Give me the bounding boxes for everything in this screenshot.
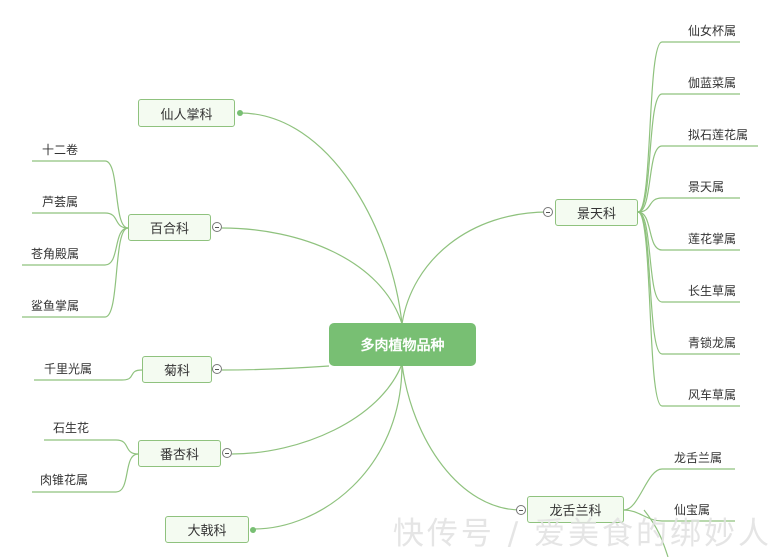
connector-line (32, 453, 139, 493)
connector-line (22, 227, 129, 318)
connector-line (637, 211, 740, 355)
leaf-node[interactable]: 苍角殿属 (31, 247, 80, 261)
connector-line (637, 211, 740, 303)
expand-dot-icon[interactable] (250, 527, 256, 533)
connector-line (401, 363, 522, 511)
connector-line (34, 369, 143, 381)
leaf-node[interactable]: 景天属 (688, 180, 725, 194)
connector-line (623, 509, 735, 522)
leaf-node[interactable]: 拟石莲花属 (688, 128, 749, 142)
leaf-node[interactable]: 石生花 (53, 421, 90, 435)
branch-node-ju[interactable]: 菊科 (142, 356, 212, 383)
connector-line (231, 363, 403, 455)
connector-line (637, 145, 758, 213)
leaf-node[interactable]: 仙宝属 (674, 503, 711, 517)
leaf-node[interactable]: 伽蓝菜属 (688, 76, 737, 90)
leaf-node[interactable]: 十二卷 (42, 143, 79, 157)
connector-line (637, 197, 740, 213)
connector-line (401, 211, 549, 325)
connector-line (221, 365, 330, 371)
connector-line (32, 212, 129, 229)
connector-line (643, 509, 669, 557)
connector-line (637, 93, 740, 213)
collapse-icon[interactable] (543, 207, 553, 217)
leaf-node[interactable]: 龙舌兰属 (674, 451, 723, 465)
branch-node-jingtian[interactable]: 景天科 (555, 199, 638, 226)
connector-line (637, 211, 740, 407)
connector-line (44, 439, 139, 455)
connector-line (253, 363, 403, 530)
leaf-node[interactable]: 肉锥花属 (40, 473, 89, 487)
leaf-node[interactable]: 莲花掌属 (688, 232, 737, 246)
branch-node-baihe[interactable]: 百合科 (128, 214, 211, 241)
connector-line (32, 160, 129, 229)
connector-line (22, 227, 129, 266)
leaf-node[interactable]: 千里光属 (44, 362, 93, 376)
collapse-icon[interactable] (212, 364, 222, 374)
branch-node-xianrenzhang[interactable]: 仙人掌科 (138, 99, 235, 127)
leaf-node[interactable]: 鲨鱼掌属 (31, 299, 80, 313)
connector-line (637, 211, 740, 251)
leaf-node[interactable]: 青锁龙属 (688, 336, 737, 350)
branch-node-fanxing[interactable]: 番杏科 (138, 440, 221, 467)
connector-line (623, 468, 735, 511)
collapse-icon[interactable] (222, 448, 232, 458)
leaf-node[interactable]: 长生草属 (688, 284, 737, 298)
connector-line (637, 41, 740, 213)
collapse-icon[interactable] (212, 222, 222, 232)
leaf-node[interactable]: 风车草属 (688, 388, 737, 402)
leaf-node[interactable]: 仙女杯属 (688, 24, 737, 38)
leaf-node[interactable]: 芦荟属 (42, 195, 79, 209)
branch-node-daji[interactable]: 大戟科 (165, 516, 249, 543)
collapse-icon[interactable] (516, 505, 526, 515)
branch-node-longshelan[interactable]: 龙舌兰科 (527, 496, 624, 523)
root-node[interactable]: 多肉植物品种 (329, 323, 476, 366)
connector-line (221, 227, 403, 325)
connector-line (239, 112, 403, 325)
expand-dot-icon[interactable] (237, 110, 243, 116)
